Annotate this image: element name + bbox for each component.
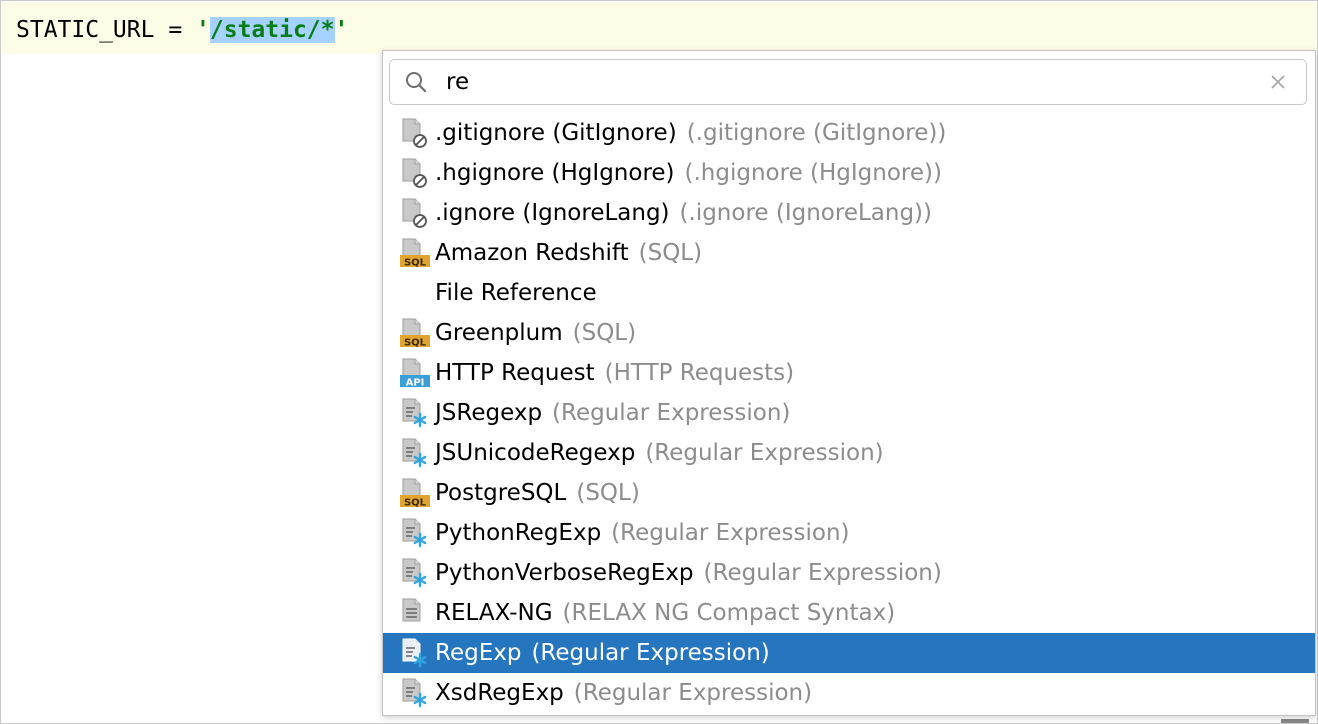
- sql-file-icon: SQL: [399, 317, 433, 349]
- svg-text:API: API: [406, 378, 425, 389]
- language-item-detail: (SQL): [572, 320, 637, 346]
- regexp-file-icon: [399, 677, 433, 709]
- language-item-detail: (Regular Expression): [611, 520, 850, 546]
- regexp-file-icon: [399, 517, 433, 549]
- language-item-label: XsdRegExp: [435, 680, 564, 706]
- language-list-item[interactable]: SQL PostgreSQL (SQL): [383, 473, 1315, 513]
- language-item-detail: (Regular Expression): [552, 400, 791, 426]
- language-list-item[interactable]: .gitignore (GitIgnore) (.gitignore (GitIg…: [383, 113, 1315, 153]
- language-item-detail: (HTTP Requests): [604, 360, 795, 386]
- search-icon: [406, 72, 427, 93]
- text-file-icon: [399, 597, 433, 629]
- language-list-item[interactable]: RegExp (Regular Expression): [383, 633, 1315, 673]
- code-text[interactable]: STATIC_URL = '/static/*': [16, 15, 348, 45]
- language-item-label: .ignore (IgnoreLang): [435, 200, 670, 226]
- code-quote-open: ': [196, 17, 210, 43]
- icon-placeholder: [399, 277, 433, 309]
- language-list-item[interactable]: .hgignore (HgIgnore) (.hgignore (HgIgnore…: [383, 153, 1315, 193]
- regexp-file-icon: [399, 557, 433, 589]
- language-item-label: HTTP Request: [435, 360, 595, 386]
- regexp-file-icon: [399, 637, 433, 669]
- language-item-detail: (SQL): [638, 240, 703, 266]
- regexp-file-icon: [399, 437, 433, 469]
- language-item-label: RegExp: [435, 640, 522, 666]
- language-item-label: PythonVerboseRegExp: [435, 560, 694, 586]
- language-item-label: Amazon Redshift: [435, 240, 629, 266]
- language-item-detail: (.hgignore (HgIgnore)): [684, 160, 942, 186]
- svg-text:SQL: SQL: [404, 258, 427, 269]
- language-item-label: JSUnicodeRegexp: [435, 440, 636, 466]
- language-item-label: PostgreSQL: [435, 480, 567, 506]
- language-list-item[interactable]: File Reference: [383, 273, 1315, 313]
- language-list-item[interactable]: SQL Greenplum (SQL): [383, 313, 1315, 353]
- language-list-item[interactable]: PythonVerboseRegExp (Regular Expression): [383, 553, 1315, 593]
- search-field[interactable]: [389, 59, 1307, 105]
- language-item-detail: (RELAX NG Compact Syntax): [562, 600, 896, 626]
- code-selected-text[interactable]: /static/*: [209, 17, 335, 43]
- language-item-label: RELAX-NG: [435, 600, 553, 626]
- language-list-item[interactable]: API HTTP Request (HTTP Requests): [383, 353, 1315, 393]
- ignore-file-icon: [399, 197, 433, 229]
- language-injection-popup: .gitignore (GitIgnore) (.gitignore (GitIg…: [382, 50, 1316, 716]
- language-item-detail: (.gitignore (GitIgnore)): [686, 120, 947, 146]
- ignore-file-icon: [399, 117, 433, 149]
- svg-text:SQL: SQL: [404, 338, 427, 349]
- sql-file-icon: SQL: [399, 237, 433, 269]
- code-quote-close: ': [334, 17, 349, 43]
- language-item-label: File Reference: [435, 280, 597, 306]
- regexp-file-icon: [399, 397, 433, 429]
- language-list-item[interactable]: .ignore (IgnoreLang) (.ignore (IgnoreLang…: [383, 193, 1315, 233]
- editor-current-line[interactable]: STATIC_URL = '/static/*': [2, 2, 1316, 54]
- close-icon[interactable]: [1268, 72, 1288, 92]
- language-item-label: Greenplum: [435, 320, 563, 346]
- language-item-label: .gitignore (GitIgnore): [435, 120, 677, 146]
- language-item-detail: (Regular Expression): [645, 440, 884, 466]
- language-list-item[interactable]: SQL Amazon Redshift (SQL): [383, 233, 1315, 273]
- language-item-label: JSRegexp: [435, 400, 543, 426]
- language-list-item[interactable]: PythonRegExp (Regular Expression): [383, 513, 1315, 553]
- scrollbar-thumb[interactable]: [1281, 719, 1309, 723]
- language-list-item[interactable]: RELAX-NG (RELAX NG Compact Syntax): [383, 593, 1315, 633]
- language-item-detail: (Regular Expression): [703, 560, 942, 586]
- language-item-detail: (Regular Expression): [531, 640, 770, 666]
- language-list-item[interactable]: JSUnicodeRegexp (Regular Expression): [383, 433, 1315, 473]
- language-item-detail: (.ignore (IgnoreLang)): [679, 200, 933, 226]
- language-item-label: PythonRegExp: [435, 520, 602, 546]
- language-item-detail: (SQL): [576, 480, 640, 506]
- search-input[interactable]: [446, 66, 1246, 98]
- ignore-file-icon: [399, 157, 433, 189]
- svg-text:SQL: SQL: [404, 498, 427, 509]
- sql-file-icon: SQL: [399, 477, 433, 509]
- language-list-item[interactable]: JSRegexp (Regular Expression): [383, 393, 1315, 433]
- code-identifier: STATIC_URL =: [16, 17, 197, 43]
- language-list: .gitignore (GitIgnore) (.gitignore (GitIg…: [383, 113, 1315, 713]
- language-item-label: .hgignore (HgIgnore): [435, 160, 675, 186]
- api-file-icon: API: [399, 357, 433, 389]
- language-item-detail: (Regular Expression): [573, 680, 813, 706]
- language-list-item[interactable]: XsdRegExp (Regular Expression): [383, 673, 1315, 713]
